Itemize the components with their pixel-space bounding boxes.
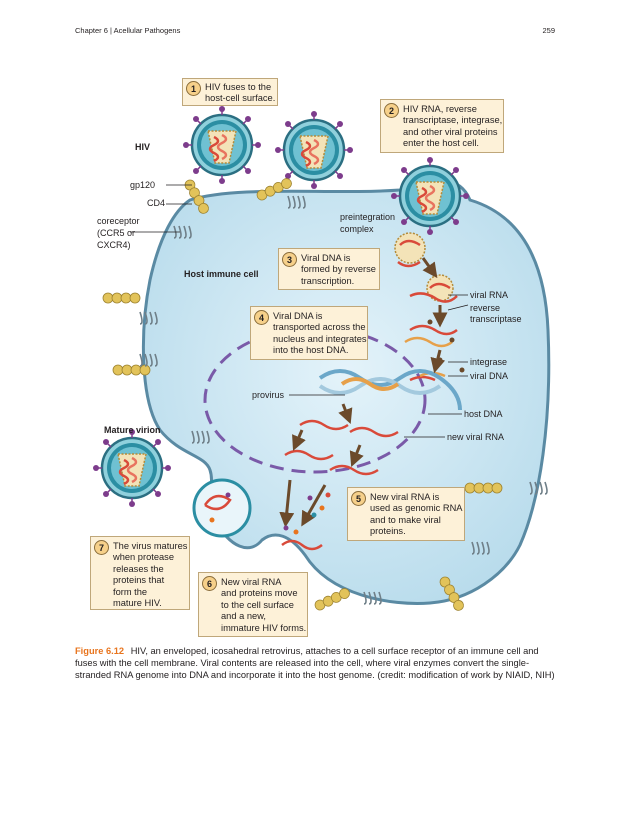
step-2-box: 2 HIV RNA, reverse transcriptase, integr… <box>380 99 504 153</box>
pathway-arrows <box>279 257 448 528</box>
step-6-line: and proteins move <box>221 588 298 599</box>
viral-rna-strands <box>397 260 458 382</box>
step-7-line: mature HIV. <box>113 598 162 609</box>
viral-proteins-dots <box>281 492 331 551</box>
chapter-header: Chapter 6 | Acellular Pathogens <box>75 26 181 35</box>
figure-label: Figure 6.12 <box>75 646 125 656</box>
leader-lines <box>130 184 469 438</box>
label-coreceptor-3: CXCR4) <box>97 240 131 250</box>
step-4-line: transported across the <box>273 322 366 333</box>
label-preintegration-2: complex <box>340 224 374 234</box>
hiv-virion-1 <box>181 104 263 186</box>
label-viral-rna: viral RNA <box>470 290 508 300</box>
step-1-line: HIV fuses to the <box>205 82 272 92</box>
label-integrase: integrase <box>470 357 507 367</box>
step-4-box: 4 Viral DNA is transported across the nu… <box>250 306 368 360</box>
step-3-line: formed by reverse <box>301 264 376 275</box>
nucleus <box>203 326 427 474</box>
label-viral-dna: viral DNA <box>470 371 508 381</box>
new-viral-rna <box>284 419 399 476</box>
budding-virion <box>192 478 252 538</box>
page-number: 259 <box>542 26 555 35</box>
step-7-line: The virus matures <box>113 541 188 551</box>
label-host-dna: host DNA <box>464 409 503 419</box>
step-5-line: New viral RNA is <box>370 492 440 502</box>
step-2-badge: 2 <box>384 103 399 118</box>
label-cd4: CD4 <box>147 198 165 208</box>
step-6-badge: 6 <box>202 576 217 591</box>
label-new-viral-rna: new viral RNA <box>447 432 504 442</box>
step-4-line: into the host DNA. <box>273 345 349 356</box>
label-gp120: gp120 <box>130 180 155 190</box>
step-2-line: enter the host cell. <box>403 138 479 149</box>
host-dna-helix <box>318 369 462 411</box>
label-coreceptor-1: coreceptor <box>97 216 140 226</box>
step-3-line: Viral DNA is <box>301 253 351 263</box>
step-2-line: and other viral proteins <box>403 126 498 137</box>
step-5-badge: 5 <box>351 491 366 506</box>
step-6-line: and a new, <box>221 611 266 622</box>
step-1-line: host-cell surface. <box>205 93 276 104</box>
mature-virion <box>91 427 173 509</box>
step-7-line: releases the <box>113 563 164 574</box>
step-4-badge: 4 <box>254 310 269 325</box>
step-3-box: 3 Viral DNA is formed by reverse transcr… <box>278 248 380 290</box>
label-coreceptor-2: (CCR5 or <box>97 228 135 238</box>
step-4-line: Viral DNA is <box>273 311 323 321</box>
step-2-line: HIV RNA, reverse <box>403 104 477 114</box>
step-6-line: to the cell surface <box>221 599 294 610</box>
step-7-line: form the <box>113 586 148 597</box>
step-5-line: used as genomic RNA <box>370 503 463 514</box>
label-host-cell: Host immune cell <box>184 269 259 279</box>
preintegration-complex <box>394 232 454 302</box>
step-4-line: nucleus and integrates <box>273 333 367 344</box>
caption-text: HIV, an enveloped, icosahedral retroviru… <box>75 646 555 680</box>
hiv-virion-2 <box>273 109 355 191</box>
step-5-line: proteins. <box>370 526 406 537</box>
label-reverse-2: transcriptase <box>470 314 522 324</box>
step-6-line: New viral RNA <box>221 577 282 587</box>
label-preintegration-1: preintegration <box>340 212 395 222</box>
step-7-box: 7 The virus matures when protease releas… <box>90 536 190 610</box>
label-provirus: provirus <box>252 390 285 400</box>
step-5-line: and to make viral <box>370 514 441 525</box>
step-7-badge: 7 <box>94 540 109 555</box>
label-hiv: HIV <box>135 142 150 152</box>
step-2-line: transcriptase, integrase, <box>403 115 503 126</box>
step-6-line: immature HIV forms. <box>221 622 307 633</box>
step-3-line: transcription. <box>301 275 355 286</box>
figure-caption: Figure 6.12 HIV, an enveloped, icosahedr… <box>75 645 560 681</box>
label-mature-virion: Mature virion <box>104 425 161 435</box>
hiv-virion-fusing <box>389 155 471 237</box>
step-3-badge: 3 <box>282 252 297 267</box>
step-7-line: proteins that <box>113 575 165 586</box>
step-1-box: 1 HIV fuses to the host-cell surface. <box>182 78 278 106</box>
step-5-box: 5 New viral RNA is used as genomic RNA a… <box>347 487 465 541</box>
label-reverse-1: reverse <box>470 303 500 313</box>
step-6-box: 6 New viral RNA and proteins move to the… <box>198 572 308 637</box>
step-1-badge: 1 <box>186 81 201 96</box>
step-7-line: when protease <box>113 552 174 563</box>
